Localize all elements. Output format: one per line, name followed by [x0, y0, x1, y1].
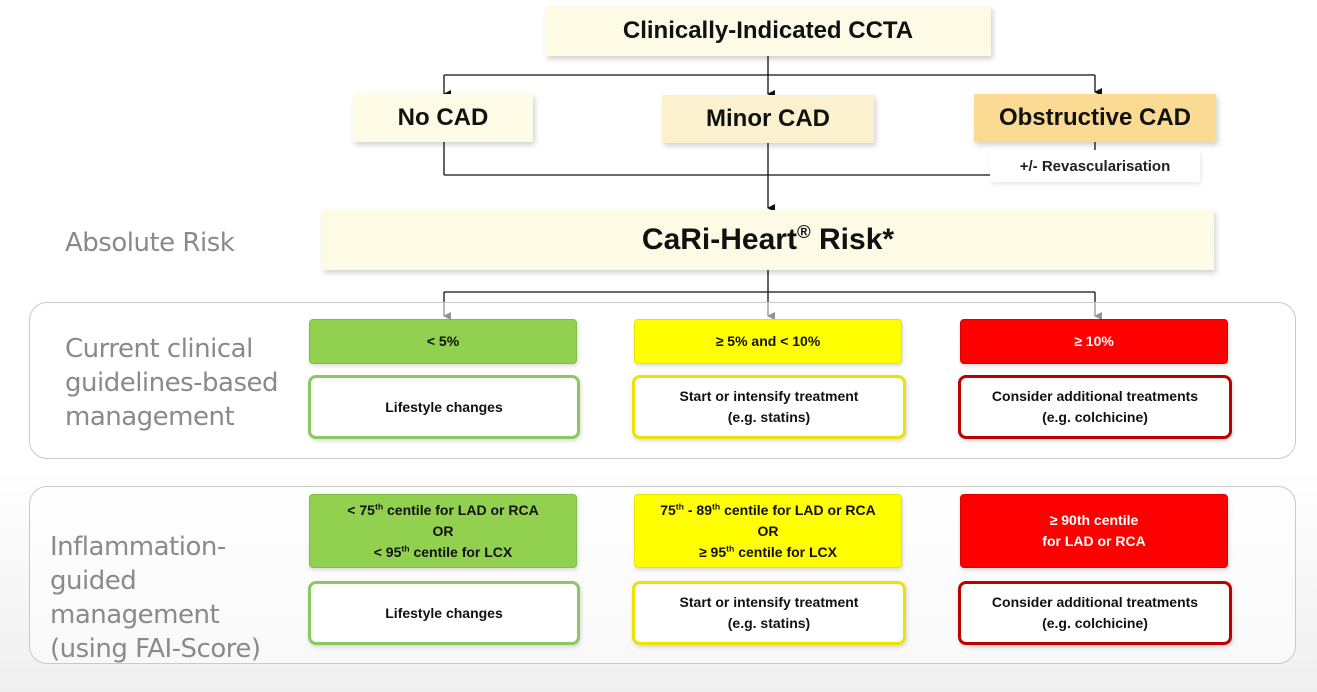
inflammation-side-label: Inflammation- guided management (using F…: [50, 530, 312, 666]
minor-cad-label: Minor CAD: [706, 105, 830, 132]
inflammation-label-line: Inflammation-: [50, 532, 226, 562]
fai-action-lifestyle: Lifestyle changes: [308, 581, 580, 645]
no-cad-label: No CAD: [397, 104, 489, 131]
action-lifestyle: Lifestyle changes: [308, 375, 580, 439]
action-statins: Start or intensify treatment (e.g. stati…: [632, 375, 906, 439]
cari-heart-risk-box: CaRi-Heart® Risk*: [322, 210, 1214, 270]
absolute-risk-text: Absolute Risk: [65, 228, 235, 258]
fai-mid-line2: ≥ 95th centile for LCX: [698, 542, 837, 560]
obstructive-cad-box: Obstructive CAD: [974, 94, 1216, 142]
guidelines-label-line: Current clinical: [65, 334, 253, 364]
tier-high-risk: ≥ 10%: [960, 319, 1228, 364]
guidelines-label-line: guidelines-based: [65, 368, 279, 398]
action-colchicine: Consider additional treatments (e.g. col…: [958, 375, 1232, 439]
tier-mid-label: ≥ 5% and < 10%: [715, 333, 821, 349]
guidelines-label-line: management: [65, 402, 235, 432]
fai-high-line1: ≥ 90th centile: [1049, 512, 1139, 528]
guidelines-side-label: Current clinical guidelines-based manage…: [65, 332, 315, 434]
tier-mid-risk: ≥ 5% and < 10%: [634, 319, 902, 364]
action-example: (e.g. colchicine): [1042, 409, 1148, 425]
fai-action-statins: Start or intensify treatment (e.g. stati…: [632, 581, 906, 645]
fai-tier-mid: 75th - 89th centile for LAD or RCA OR ≥ …: [634, 494, 902, 568]
fai-mid-or: OR: [757, 522, 779, 539]
action-text: Lifestyle changes: [385, 604, 503, 621]
no-cad-box: No CAD: [353, 94, 533, 142]
cari-heart-risk-label: CaRi-Heart® Risk*: [641, 221, 895, 257]
fai-action-colchicine: Consider additional treatments (e.g. col…: [958, 581, 1232, 645]
ccta-label: Clinically-Indicated CCTA: [622, 17, 914, 44]
action-example: (e.g. colchicine): [1042, 615, 1148, 631]
fai-mid-line1: 75th - 89th centile for LAD or RCA: [660, 500, 876, 518]
action-text: Start or intensify treatment: [679, 594, 859, 610]
fai-tier-low: < 75th centile for LAD or RCA OR < 95th …: [309, 494, 577, 568]
action-text: Consider additional treatments: [991, 388, 1199, 404]
ccta-box: Clinically-Indicated CCTA: [545, 6, 991, 56]
revascularisation-note: +/- Revascularisation: [990, 150, 1200, 182]
action-text: Lifestyle changes: [385, 398, 503, 415]
action-example: (e.g. statins): [727, 615, 811, 631]
obstructive-cad-label: Obstructive CAD: [998, 104, 1192, 131]
inflammation-label-line: guided management: [50, 566, 220, 630]
absolute-risk-label: Absolute Risk: [65, 226, 305, 260]
tier-low-risk: < 5%: [309, 319, 577, 364]
action-text: Consider additional treatments: [991, 594, 1199, 610]
action-text: Start or intensify treatment: [679, 388, 859, 404]
fai-high-line2: for LAD or RCA: [1042, 533, 1146, 549]
revascularisation-label: +/- Revascularisation: [1019, 157, 1171, 175]
fai-low-line2: < 95th centile for LCX: [373, 542, 513, 560]
inflammation-label-line: (using FAI-Score): [50, 634, 261, 664]
cari-heart-name: CaRi-Heart: [641, 223, 797, 256]
registered-mark: ®: [796, 221, 811, 242]
risk-suffix: Risk*: [810, 223, 895, 256]
minor-cad-box: Minor CAD: [662, 95, 874, 143]
fai-low-or: OR: [432, 522, 454, 539]
tier-high-label: ≥ 10%: [1074, 333, 1114, 349]
fai-low-line1: < 75th centile for LAD or RCA: [347, 500, 539, 518]
fai-tier-high: ≥ 90th centile for LAD or RCA: [960, 494, 1228, 568]
action-example: (e.g. statins): [727, 409, 811, 425]
tier-low-label: < 5%: [426, 333, 460, 349]
